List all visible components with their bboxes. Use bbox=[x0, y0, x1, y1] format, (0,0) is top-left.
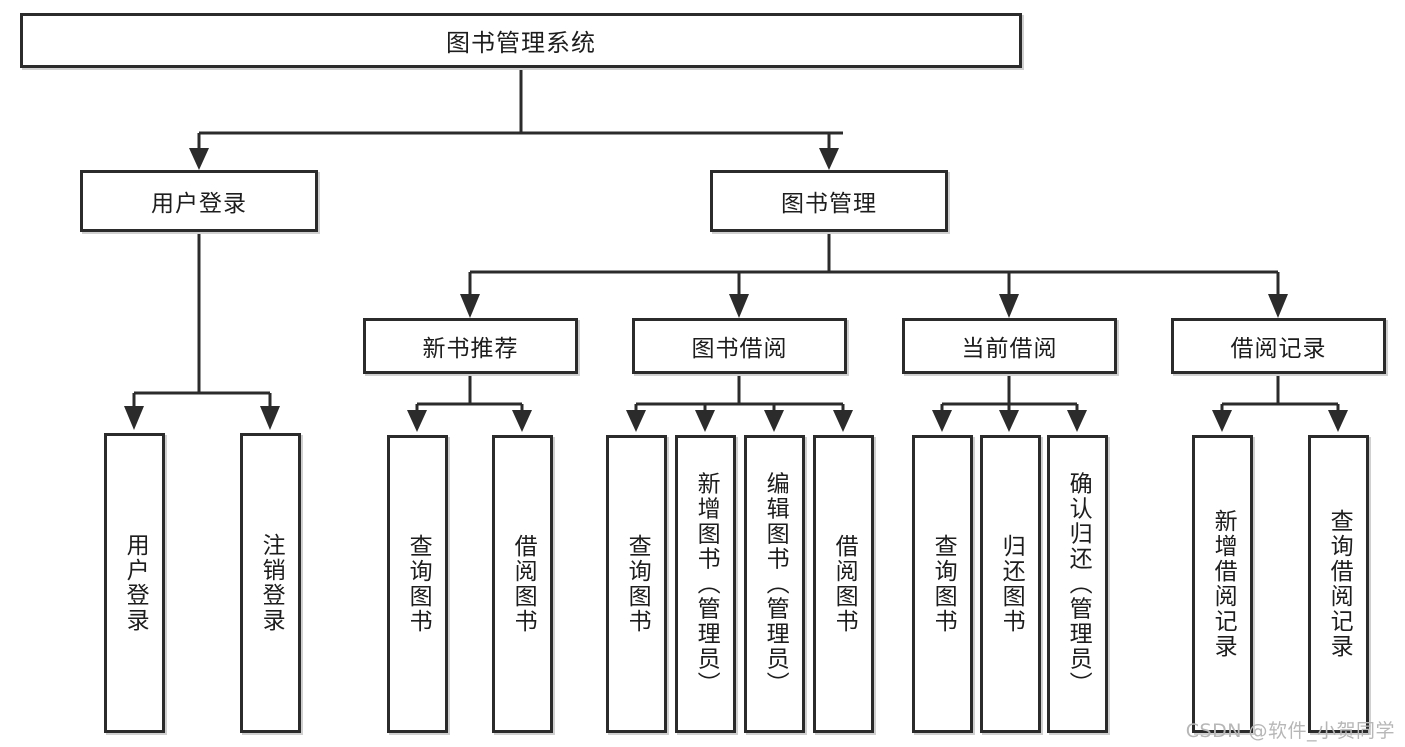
node-label: 查询图书 bbox=[624, 534, 651, 634]
node-label: 借阅图书 bbox=[831, 534, 858, 634]
connector-currentborrow-to-leaves bbox=[932, 374, 1087, 432]
node-current-borrow[interactable]: 当前借阅 bbox=[902, 318, 1117, 374]
connector-bookborrow-to-leaves bbox=[626, 374, 853, 432]
node-label: 借阅记录 bbox=[1230, 336, 1327, 362]
leaf-borrow-book-1[interactable]: 借阅图书 bbox=[492, 435, 553, 733]
node-label: 查询借阅记录 bbox=[1326, 509, 1353, 659]
node-borrow-record[interactable]: 借阅记录 bbox=[1171, 318, 1386, 374]
leaf-logout-login[interactable]: 注销登录 bbox=[240, 433, 301, 733]
node-new-book-recommend[interactable]: 新书推荐 bbox=[363, 318, 578, 374]
node-label: 确认归还（管理员） bbox=[1065, 471, 1092, 697]
connector-bookmanage-to-level2 bbox=[460, 232, 1288, 318]
node-label: 新增借阅记录 bbox=[1210, 509, 1237, 659]
node-book-borrow[interactable]: 图书借阅 bbox=[632, 318, 847, 374]
node-label: 图书借阅 bbox=[691, 336, 788, 362]
node-label: 编辑图书（管理员） bbox=[762, 471, 789, 697]
leaf-confirm-return[interactable]: 确认归还（管理员） bbox=[1047, 435, 1108, 733]
connector-userlogin-to-leaves bbox=[124, 232, 280, 430]
node-label: 新书推荐 bbox=[422, 336, 519, 362]
node-label: 查询图书 bbox=[930, 534, 957, 634]
node-label: 用户登录 bbox=[122, 533, 149, 633]
node-label: 图书管理系统 bbox=[446, 29, 596, 57]
node-label: 借阅图书 bbox=[510, 534, 537, 634]
connector-root-to-level1 bbox=[189, 68, 843, 170]
csdn-watermark: CSDN @软件_小贺同学 bbox=[1185, 720, 1395, 742]
connector-borrowrecord-to-leaves bbox=[1212, 374, 1348, 432]
leaf-add-record[interactable]: 新增借阅记录 bbox=[1192, 435, 1253, 733]
leaf-query-record[interactable]: 查询借阅记录 bbox=[1308, 435, 1369, 733]
leaf-return-book[interactable]: 归还图书 bbox=[980, 435, 1041, 733]
node-label: 图书管理 bbox=[781, 191, 877, 217]
leaf-query-book-1[interactable]: 查询图书 bbox=[387, 435, 448, 733]
leaf-query-book-3[interactable]: 查询图书 bbox=[912, 435, 973, 733]
connector-newbook-to-leaves bbox=[407, 374, 532, 432]
node-book-manage[interactable]: 图书管理 bbox=[710, 170, 948, 232]
node-label: 用户登录 bbox=[151, 191, 247, 217]
node-label: 归还图书 bbox=[998, 534, 1025, 634]
node-label: 新增图书（管理员） bbox=[693, 471, 720, 697]
node-root-system[interactable]: 图书管理系统 bbox=[20, 13, 1022, 68]
node-label: 查询图书 bbox=[405, 534, 432, 634]
leaf-user-login[interactable]: 用户登录 bbox=[104, 433, 165, 733]
leaf-edit-book[interactable]: 编辑图书（管理员） bbox=[744, 435, 805, 733]
node-label: 注销登录 bbox=[258, 533, 285, 633]
node-user-login[interactable]: 用户登录 bbox=[80, 170, 318, 232]
leaf-query-book-2[interactable]: 查询图书 bbox=[606, 435, 667, 733]
node-label: 当前借阅 bbox=[961, 336, 1058, 362]
leaf-borrow-book-2[interactable]: 借阅图书 bbox=[813, 435, 874, 733]
leaf-add-book[interactable]: 新增图书（管理员） bbox=[675, 435, 736, 733]
